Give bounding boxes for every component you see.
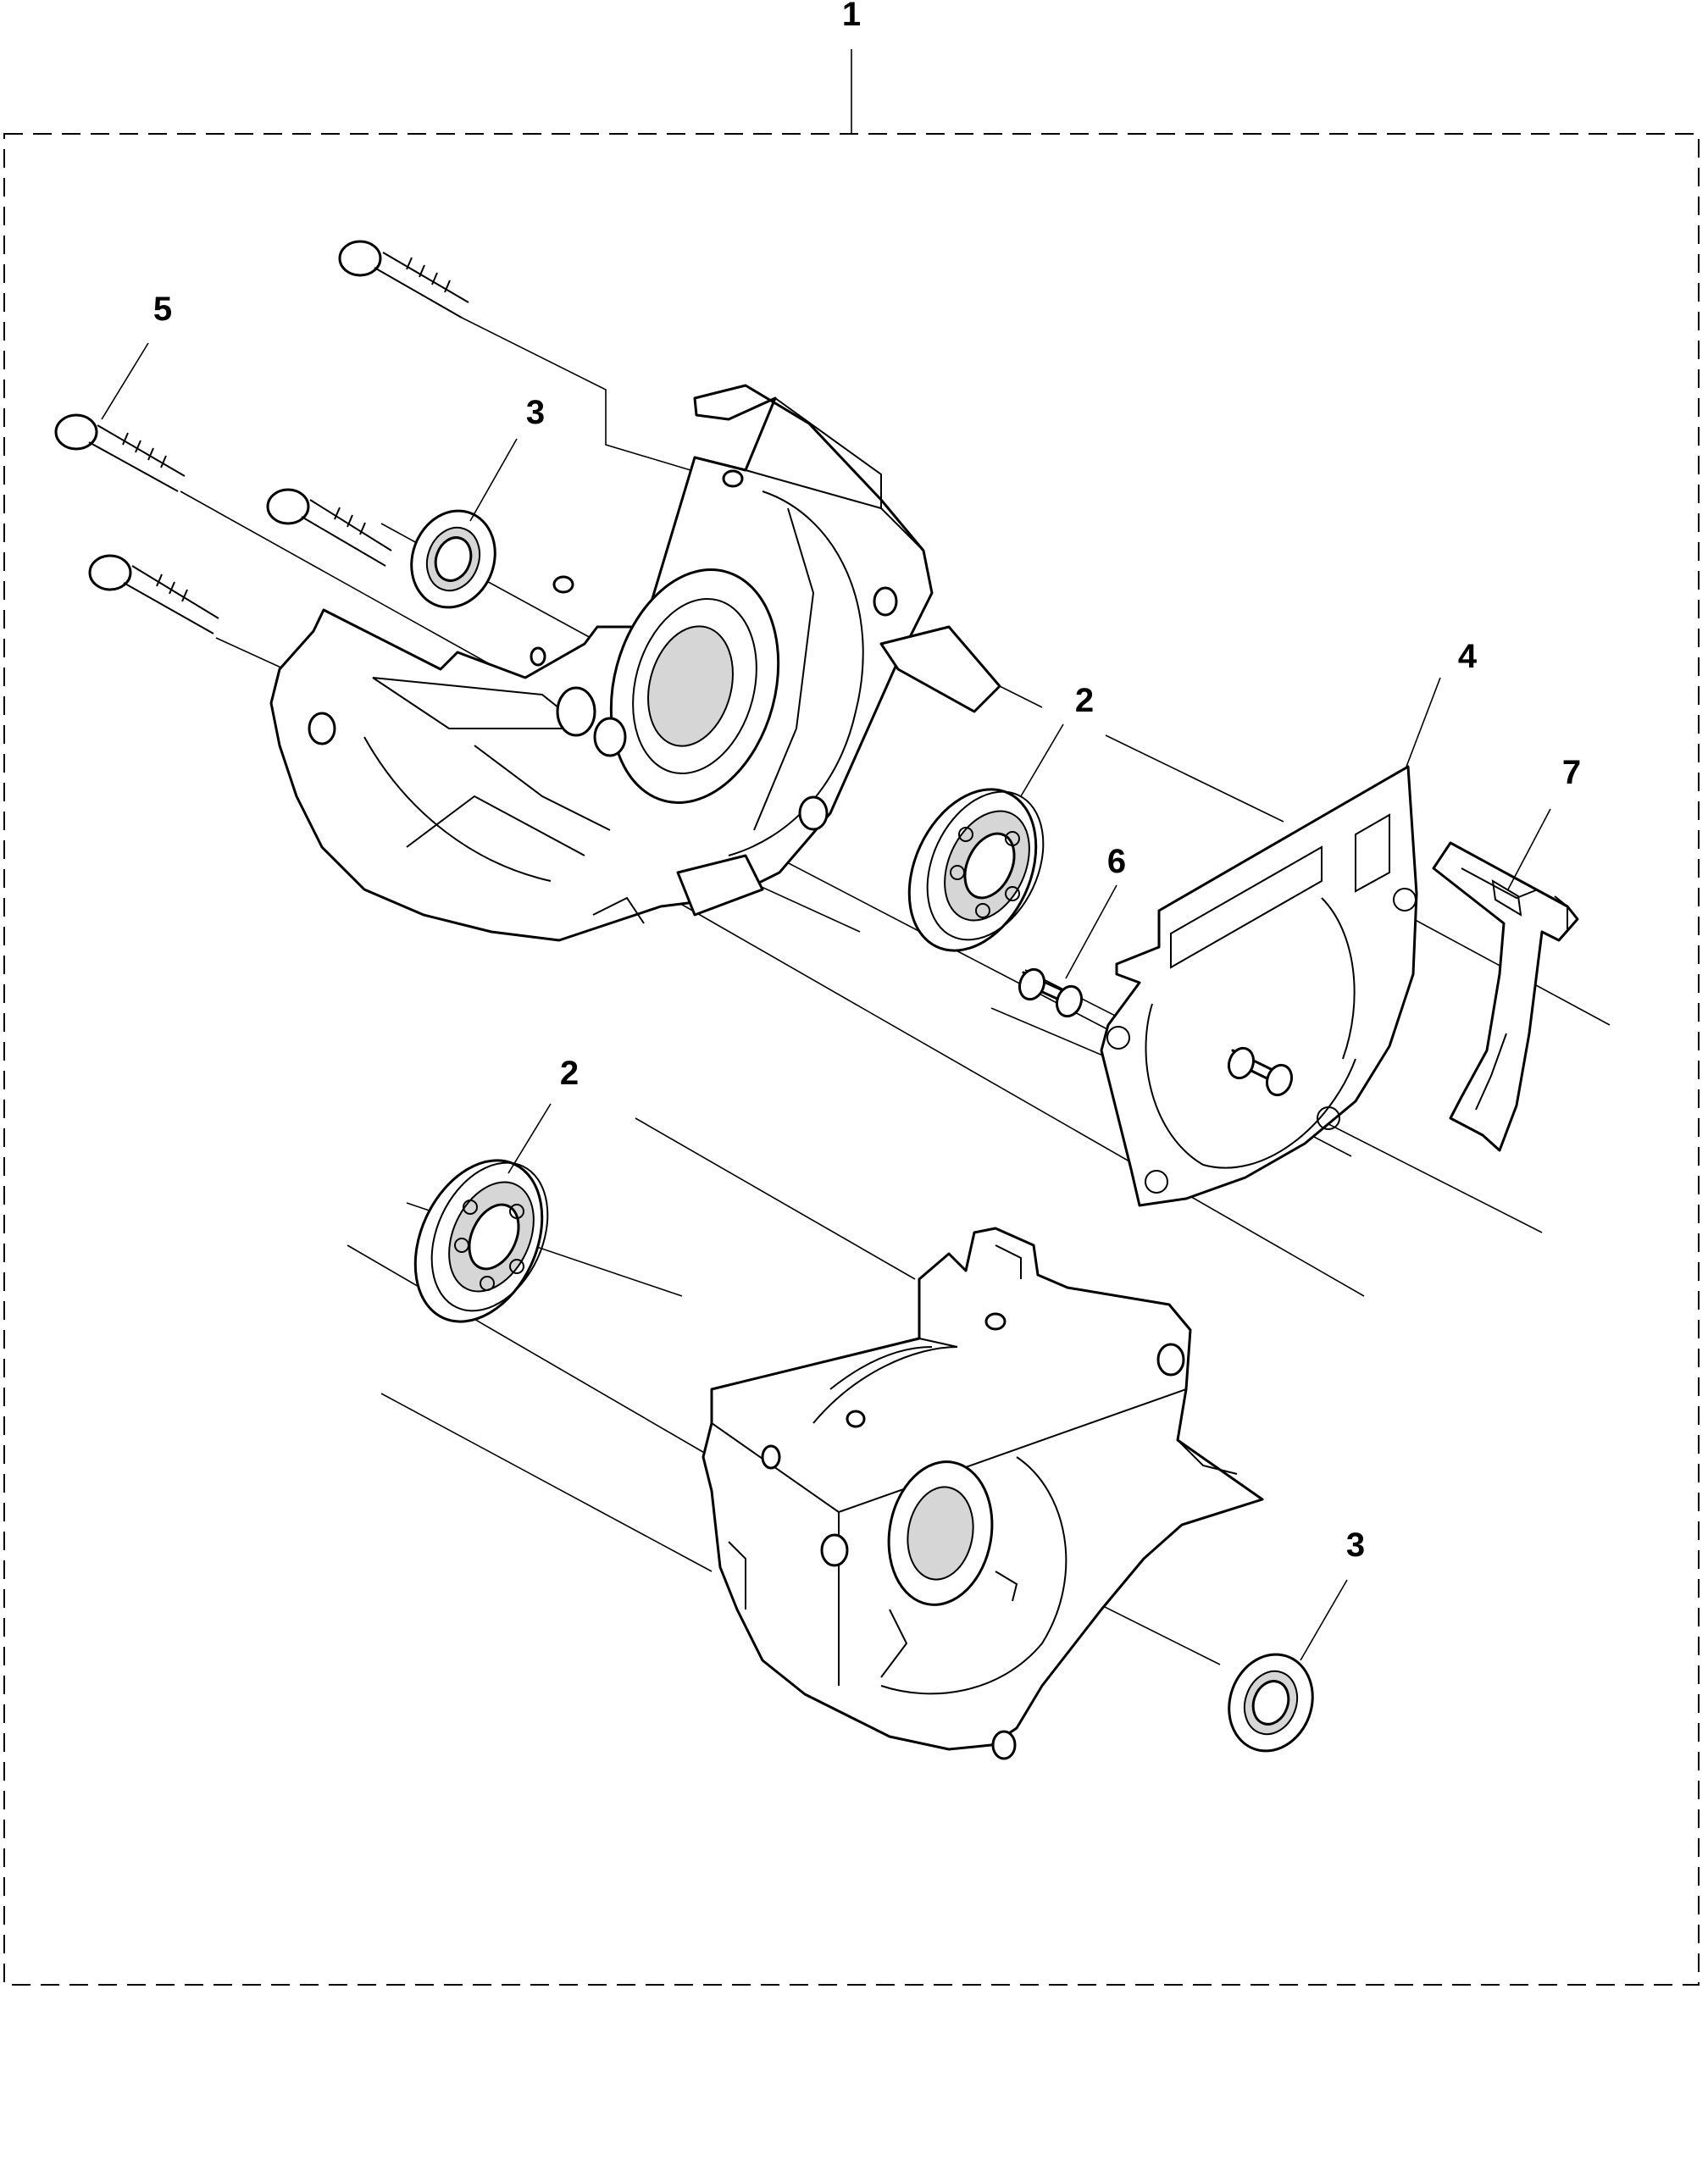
crankcase-lower-half <box>702 1227 1264 1760</box>
callout-2-upper: 2 <box>1075 682 1094 719</box>
dowel-in-gasket <box>1227 1046 1294 1097</box>
callout-1: 1 <box>842 0 861 33</box>
callout-7: 7 <box>1562 754 1581 791</box>
screw-top <box>338 240 469 319</box>
screw-upper-left <box>54 413 186 492</box>
bearing-upper <box>907 788 1045 952</box>
callout-3-lower: 3 <box>1346 1526 1365 1564</box>
bracket <box>1432 841 1579 1152</box>
gasket <box>1100 765 1418 1207</box>
bearing-lower <box>413 1159 549 1323</box>
dowel-loose <box>1018 967 1084 1018</box>
callout-4: 4 <box>1458 638 1478 675</box>
seal-upper <box>410 509 496 609</box>
screw-lower-left <box>88 554 219 634</box>
callout-3-upper: 3 <box>526 394 545 431</box>
screw-middle <box>266 488 392 567</box>
callout-2-lower: 2 <box>560 1055 579 1092</box>
callout-6: 6 <box>1107 843 1126 880</box>
callout-5: 5 <box>153 291 172 328</box>
crankcase-upper-half <box>269 384 1001 942</box>
seal-lower <box>1228 1653 1314 1753</box>
callout-leaders <box>101 342 1551 1661</box>
